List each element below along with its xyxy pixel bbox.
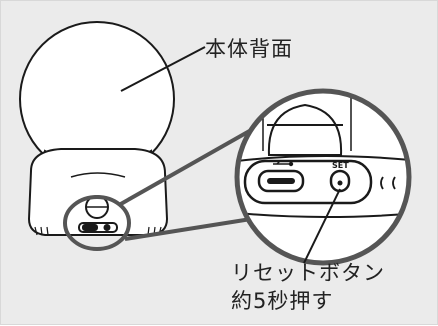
magnified-detail: SET bbox=[234, 88, 412, 266]
reset-button-label: リセットボタン bbox=[231, 261, 385, 285]
usb-symbol-icon bbox=[273, 160, 294, 167]
camera-usb-port-small bbox=[82, 224, 98, 231]
leader-line-reset bbox=[303, 188, 341, 264]
highlight-ring-large bbox=[234, 88, 412, 266]
reset-instruction-label: リセットボタン 約5秒押す bbox=[231, 259, 385, 315]
leader-line-rear bbox=[120, 46, 206, 92]
camera-set-button-small bbox=[103, 224, 111, 231]
zoom-housing bbox=[237, 155, 409, 162]
set-port-label: SET bbox=[332, 161, 349, 170]
camera-rear-seam bbox=[70, 172, 126, 178]
zoom-rear-plug bbox=[267, 103, 343, 156]
reset-duration-label: 約5秒押す bbox=[231, 289, 334, 313]
camera-illustration bbox=[19, 21, 175, 236]
rear-view-label: 本体背面 bbox=[205, 37, 293, 61]
magnifier-connector bbox=[118, 127, 254, 241]
highlight-ring-small bbox=[63, 195, 131, 251]
